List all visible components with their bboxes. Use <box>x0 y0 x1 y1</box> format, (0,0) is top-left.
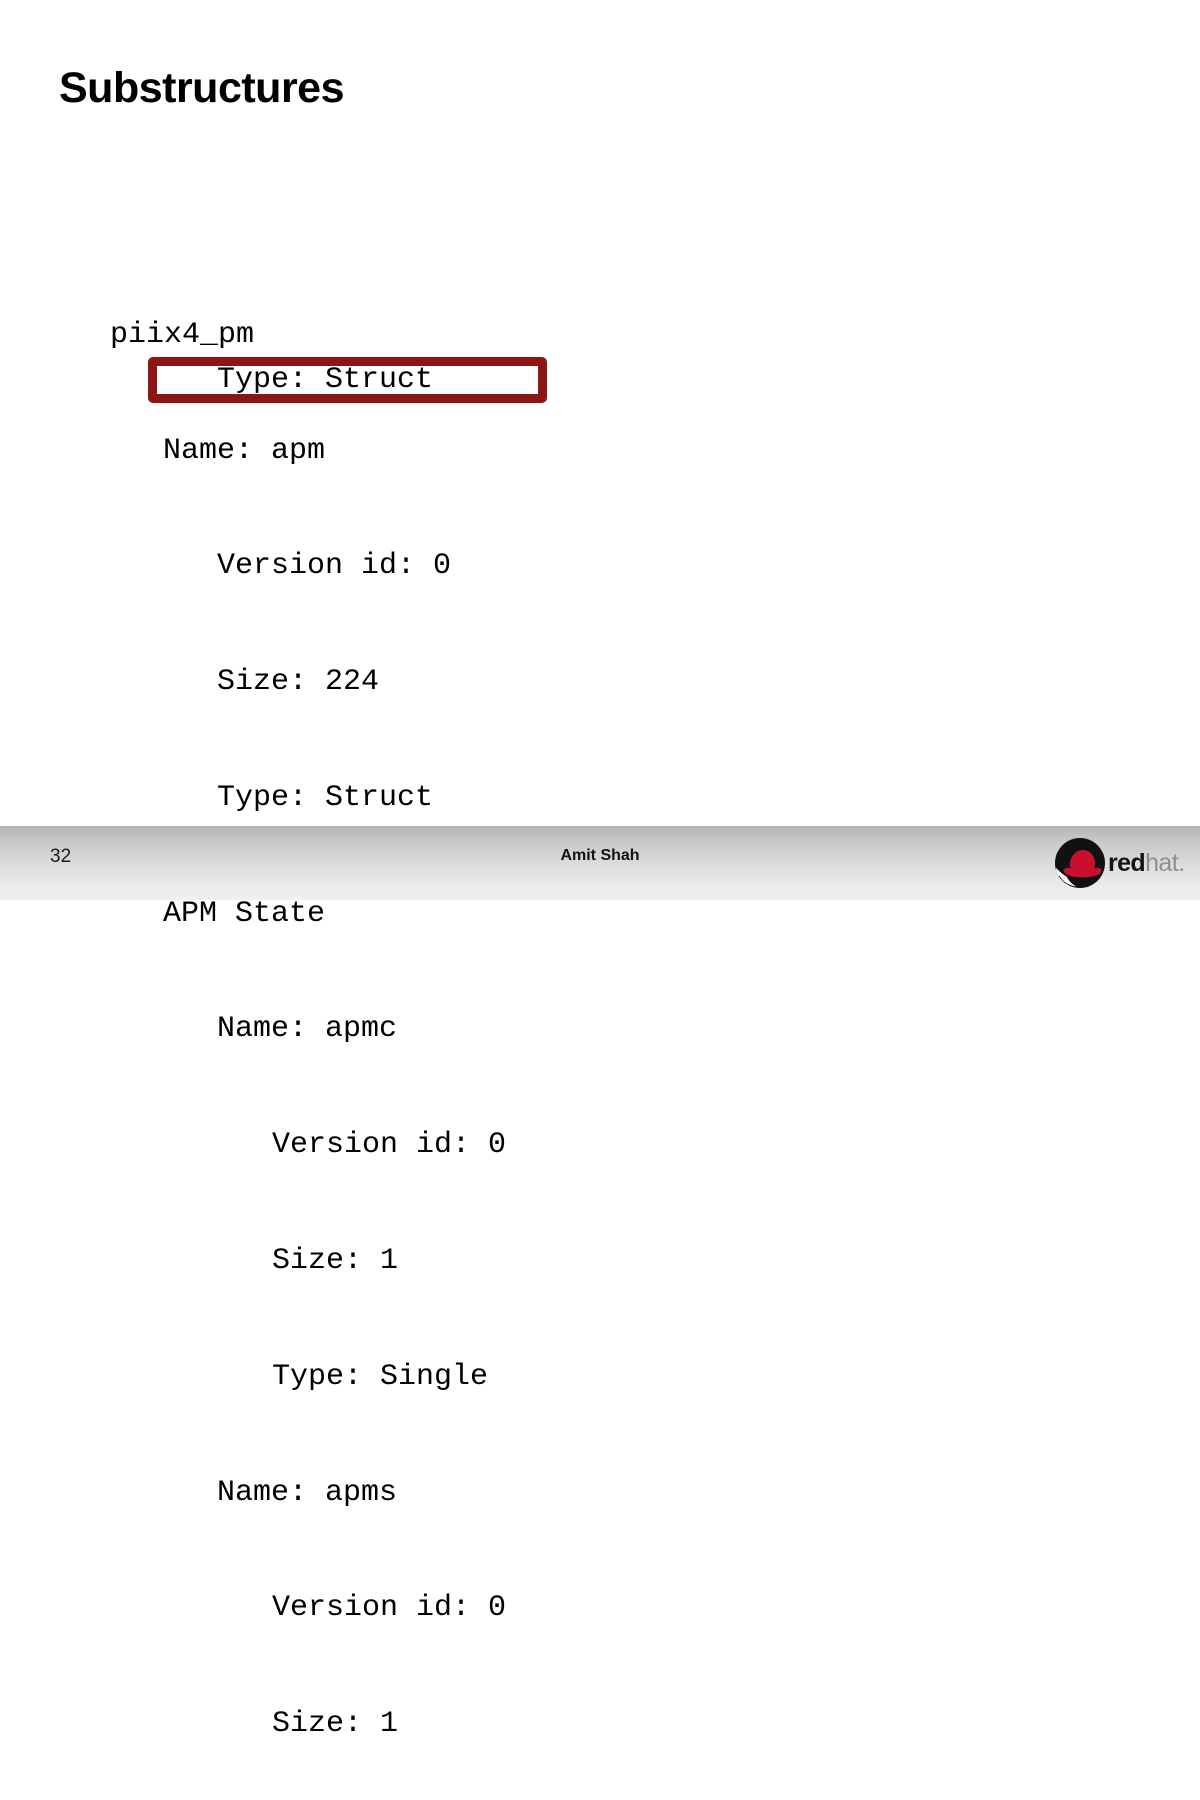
code-line: Version id: 0 <box>272 1591 507 1626</box>
emphasis-box <box>148 357 547 403</box>
code-line: Name: apms <box>217 1475 398 1510</box>
code-line-highlighted: Type: Struct <box>217 780 434 815</box>
code-line: Name: apmc <box>217 1012 398 1047</box>
redhat-wordmark-red: red <box>1108 848 1146 877</box>
emphasis-box-label: Type: Struct <box>217 363 434 397</box>
author-name: Amit Shah <box>560 847 640 864</box>
redhat-wordmark-hat: hat <box>1145 848 1179 877</box>
redhat-logo: redhat. <box>1055 838 1185 888</box>
code-line: Type: Single <box>272 1359 489 1394</box>
code-line: Size: 1 <box>272 1244 399 1279</box>
redhat-wordmark-dot: . <box>1178 848 1185 877</box>
slide-footer <box>0 826 1200 900</box>
redhat-wordmark: redhat. <box>1108 848 1185 877</box>
structure-listing: piix4_pm Name: apm Version id: 0 Size: 2… <box>0 200 1200 1800</box>
redhat-shadowman-icon <box>1055 838 1105 888</box>
slide-canvas: Substructures piix4_pm Name: apm Version… <box>0 64 1200 1742</box>
page-title: Substructures <box>59 64 345 112</box>
page-number: 32 <box>50 846 72 867</box>
code-line: Version id: 0 <box>217 549 452 584</box>
code-line: Size: 224 <box>217 665 380 700</box>
code-line: Name: apm <box>163 433 326 468</box>
code-line: APM State <box>163 896 326 931</box>
code-line: Size: 1 <box>272 1707 399 1742</box>
code-line: Version id: 0 <box>272 1128 507 1163</box>
code-line: piix4_pm <box>110 317 255 352</box>
